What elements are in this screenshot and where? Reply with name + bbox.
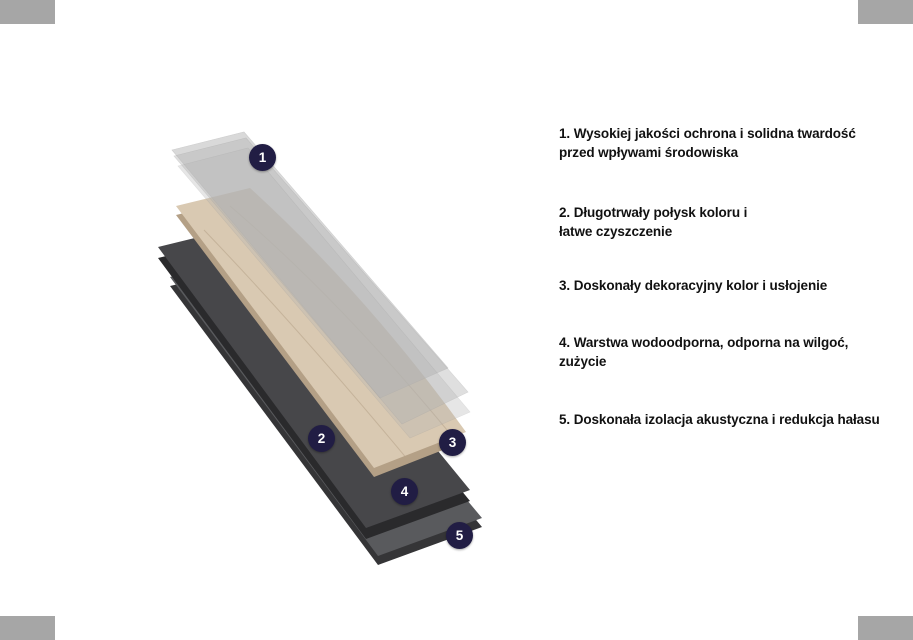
protective-sheet-shape bbox=[177, 147, 471, 439]
wood-grain-line bbox=[203, 229, 409, 461]
legend-item-1: 1. Wysokiej jakości ochrona i solidna tw… bbox=[559, 124, 913, 162]
legend-text: 2. Długotrwały połysk koloru i bbox=[559, 205, 748, 220]
legend-text: 5. Doskonała izolacja akustyczna i reduk… bbox=[559, 412, 880, 427]
legend-text: przed wpływami środowiska bbox=[559, 145, 739, 160]
watermark-corner bbox=[858, 616, 913, 640]
layer-badge-1: 1 bbox=[249, 144, 276, 171]
protective-sheet-shape bbox=[171, 131, 449, 399]
legend-text: łatwe czyszczenie bbox=[559, 224, 673, 239]
layer-badge-2: 2 bbox=[308, 425, 335, 452]
layer-badge-4: 4 bbox=[391, 478, 418, 505]
layer-badge-3: 3 bbox=[439, 429, 466, 456]
watermark-corner bbox=[0, 616, 55, 640]
layer-badge-5: 5 bbox=[446, 522, 473, 549]
legend-item-3: 3. Doskonały dekoracyjny kolor i usłojen… bbox=[559, 276, 913, 295]
watermark-corner bbox=[858, 0, 913, 24]
legend-text: 4. Warstwa wodoodporna, odporna na wilgo… bbox=[559, 335, 849, 350]
legend-text: zużycie bbox=[559, 354, 607, 369]
legend-text: 3. Doskonały dekoracyjny kolor i usłojen… bbox=[559, 278, 828, 293]
watermark-corner bbox=[0, 0, 55, 24]
legend-item-2: 2. Długotrwały połysk koloru i łatwe czy… bbox=[559, 203, 913, 241]
protective-sheet-shape bbox=[173, 137, 469, 425]
legend-item-4: 4. Warstwa wodoodporna, odporna na wilgo… bbox=[559, 333, 913, 371]
legend-item-5: 5. Doskonała izolacja akustyczna i reduk… bbox=[559, 410, 913, 429]
legend-text: 1. Wysokiej jakości ochrona i solidna tw… bbox=[559, 126, 856, 141]
